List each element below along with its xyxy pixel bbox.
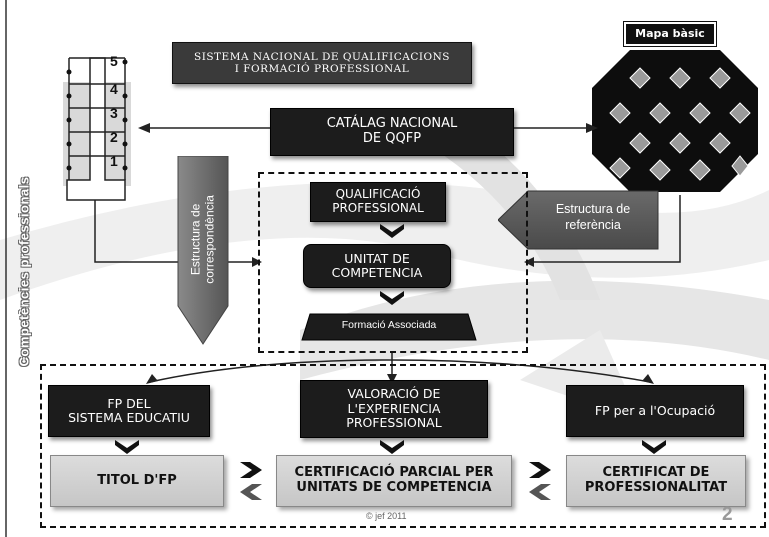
catalog-box: CATÁLAG NACIONAL DE QQFP — [270, 108, 514, 156]
path-experience-label: VALORACIÓ DE L'EXPERIENCIA PROFESSIONAL — [346, 386, 442, 431]
training-label: Formació Associada — [341, 319, 437, 331]
map-grid-icon — [592, 50, 758, 192]
unit-label: UNITAT DE COMPETENCIA — [331, 250, 423, 280]
path-employment-label: FP per a l'Ocupació — [594, 402, 716, 418]
path-education-label: FP DEL SISTEMA EDUCATIU — [68, 395, 190, 425]
level-3: 3 — [110, 105, 118, 121]
catalog-label: CATÁLAG NACIONAL DE QQFP — [326, 116, 458, 146]
paths-dashed-frame — [40, 364, 766, 528]
result-box-title: TITOL D'FP — [50, 455, 224, 507]
path-box-employment: FP per a l'Ocupació — [566, 385, 744, 437]
system-title: SISTEMA NACIONAL DE QUALIFICACIONS I FOR… — [194, 50, 450, 75]
side-label-text: Competències professionals — [16, 176, 32, 367]
result-box-professionality: CERTIFICAT DE PROFESSIONALITAT — [566, 455, 746, 507]
page-number: 2 — [722, 504, 733, 525]
chevron-down-icon — [380, 291, 404, 305]
result-box-partial: CERTIFICACIÓ PARCIAL PER UNITATS DE COMP… — [276, 455, 512, 507]
reference-label: Estructura de referència — [555, 202, 631, 232]
level-4: 4 — [110, 81, 118, 97]
result-professionality-label: CERTIFICAT DE PROFESSIONALITAT — [584, 465, 728, 495]
map-label: Mapa bàsic — [635, 26, 705, 40]
equivalence-arrows-icon — [529, 462, 551, 500]
chevron-down-icon — [642, 440, 666, 454]
result-partial-label: CERTIFICACIÓ PARCIAL PER UNITATS DE COMP… — [294, 465, 494, 495]
chevron-down-icon — [380, 224, 404, 238]
qualification-label: QUALIFICACIÓ PROFESSIONAL — [332, 187, 424, 215]
path-box-education: FP DEL SISTEMA EDUCATIU — [48, 385, 210, 437]
correspondence-arrow-icon — [177, 156, 229, 345]
training-trapezoid — [301, 313, 477, 341]
level-ladder-icon — [63, 57, 131, 201]
unit-box: UNITAT DE COMPETENCIA — [303, 244, 451, 288]
system-title-box: SISTEMA NACIONAL DE QUALIFICACIONS I FOR… — [172, 42, 472, 84]
equivalence-arrows-icon — [240, 462, 262, 500]
chevron-down-icon — [115, 440, 139, 454]
reference-arrow-icon — [498, 190, 659, 250]
chevron-down-icon — [380, 440, 404, 454]
path-box-experience: VALORACIÓ DE L'EXPERIENCIA PROFESSIONAL — [300, 380, 488, 438]
correspondence-label-text: Estructura de correspondència — [188, 195, 217, 284]
qualification-box: QUALIFICACIÓ PROFESSIONAL — [310, 182, 446, 222]
center-dashed-frame — [258, 172, 528, 353]
level-2: 2 — [110, 129, 118, 145]
level-1: 1 — [110, 153, 118, 169]
result-title-label: TITOL D'FP — [97, 472, 177, 488]
map-label-box: Mapa bàsic — [623, 21, 717, 47]
level-5: 5 — [110, 53, 118, 69]
copyright: © jef 2011 — [366, 511, 407, 521]
